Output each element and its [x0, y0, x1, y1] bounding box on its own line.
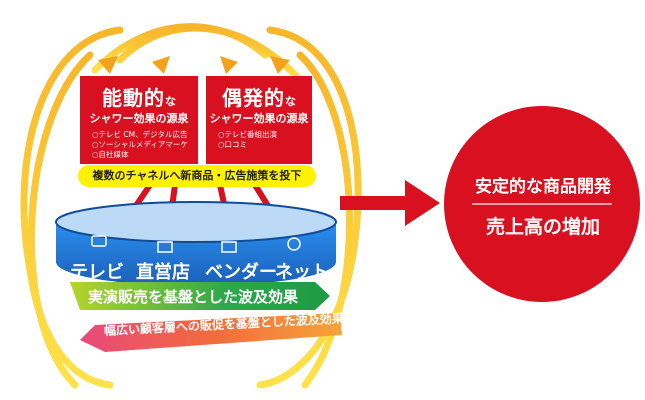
source-incidental-title-suffix: な	[285, 95, 296, 108]
net-icon	[287, 237, 301, 251]
source-box-active: 能動的な シャワー効果の源泉 ○テレビ CM、デジタル広告 ○ソーシャルメディア…	[80, 76, 198, 164]
right-arrow	[340, 180, 440, 226]
channel-banner: 複数のチャネルへ新商品・広告施策を投下	[78, 165, 316, 187]
channel-cylinder	[55, 201, 337, 286]
source-box-incidental: 偶発的な シャワー効果の源泉 ○テレビ番組出演 ○口コミ	[206, 76, 312, 164]
vendor-icon	[221, 241, 237, 253]
result-line-2: 売上高の増加	[485, 216, 600, 238]
inner-loop-left	[27, 51, 94, 389]
list-item: ○ソーシャルメディアマーケ	[92, 140, 188, 149]
yellow-arrow-heads	[98, 56, 290, 74]
list-item: ○テレビ番組出演	[218, 130, 278, 139]
list-item: ○テレビ CM、デジタル広告	[92, 130, 188, 139]
tv-icon	[91, 235, 107, 247]
channel-label-tv: テレビ	[70, 262, 124, 283]
arrow-head-4	[220, 56, 238, 74]
ribbon-top-text: 実演販売を基盤とした波及効果	[88, 288, 299, 306]
source-active-title: 能動的	[102, 86, 165, 110]
list-item: ○自社媒体	[92, 150, 129, 159]
source-incidental-list: ○テレビ番組出演 ○口コミ	[218, 130, 277, 150]
outer-loop-left	[20, 26, 124, 389]
arrow-head-2	[270, 56, 290, 74]
channel-label-net: ネット	[275, 262, 329, 283]
yellow-loop-arrows	[20, 23, 362, 389]
channel-label-vendor: ベンダー	[205, 262, 277, 283]
source-active-subtitle: シャワー効果の源泉	[89, 112, 189, 125]
arrow-head-1	[98, 56, 118, 74]
channel-icons	[91, 235, 301, 253]
ribbon-pink	[80, 313, 342, 352]
source-active-title-suffix: な	[165, 95, 176, 108]
arrow-head-3	[152, 56, 170, 74]
channel-label-store: 直営店	[136, 262, 190, 283]
list-item: ○口コミ	[218, 140, 248, 149]
outer-loop-right	[256, 26, 362, 389]
store-icon	[157, 241, 173, 253]
result-line-1: 安定的な商品開発	[475, 177, 611, 197]
source-incidental-subtitle: シャワー効果の源泉	[209, 112, 309, 125]
ribbon-green	[70, 282, 330, 310]
source-incidental-title: 偶発的	[222, 86, 285, 110]
source-active-list: ○テレビ CM、デジタル広告 ○ソーシャルメディアマーケ ○自社媒体	[92, 130, 188, 160]
